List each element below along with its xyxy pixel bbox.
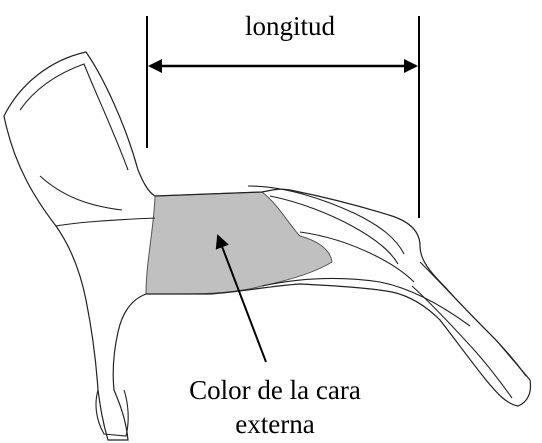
shoulder-line [40,176,122,210]
outer-face-color-label: Color de la cara externa [150,373,400,441]
length-label: longitud [200,10,380,42]
outer-face-color-label-line2: externa [150,407,400,441]
outer-face-color-label-line1: Color de la cara [150,373,400,407]
outer-face-shaded-region [146,192,332,294]
length-label-text: longitud [245,11,335,41]
leg-foot-outline [96,390,128,436]
tail-line-upper [420,262,526,376]
neck-line [56,218,155,226]
ear-inner-line [20,64,128,170]
